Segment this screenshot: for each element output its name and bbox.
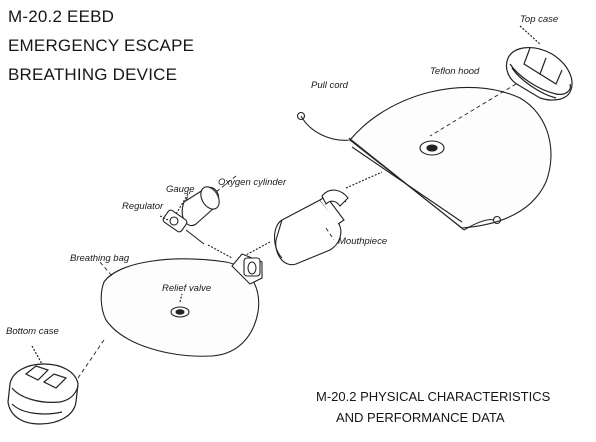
bottom-case	[7, 345, 79, 425]
mouthpiece-canister	[243, 171, 383, 266]
teflon-hood	[296, 86, 552, 231]
title-line-2: EMERGENCY ESCAPE	[8, 36, 195, 55]
label-teflon-hood: Teflon hood	[430, 66, 480, 77]
title-line-3: BREATHING DEVICE	[8, 65, 178, 84]
top-case	[505, 25, 573, 101]
oxygen-cylinder-assembly	[159, 186, 233, 259]
leader-lines	[77, 83, 517, 379]
footer-line-1: M-20.2 PHYSICAL CHARACTERISTICS	[316, 389, 551, 404]
label-bottom-case: Bottom case	[6, 326, 59, 337]
label-gauge: Gauge	[166, 184, 195, 195]
label-regulator: Regulator	[122, 201, 164, 212]
title-line-1: M-20.2 EEBD	[8, 7, 115, 26]
label-breathing-bag: Breathing bag	[70, 253, 130, 264]
label-mouthpiece: Mouthpiece	[338, 236, 388, 247]
label-top-case: Top case	[520, 14, 559, 25]
label-oxygen-cylinder: Oxygen cylinder	[218, 177, 287, 188]
footer-line-2: AND PERFORMANCE DATA	[336, 410, 505, 425]
label-relief-valve: Relief valve	[162, 283, 212, 294]
label-pull-cord: Pull cord	[311, 80, 348, 91]
breathing-bag	[100, 253, 263, 357]
